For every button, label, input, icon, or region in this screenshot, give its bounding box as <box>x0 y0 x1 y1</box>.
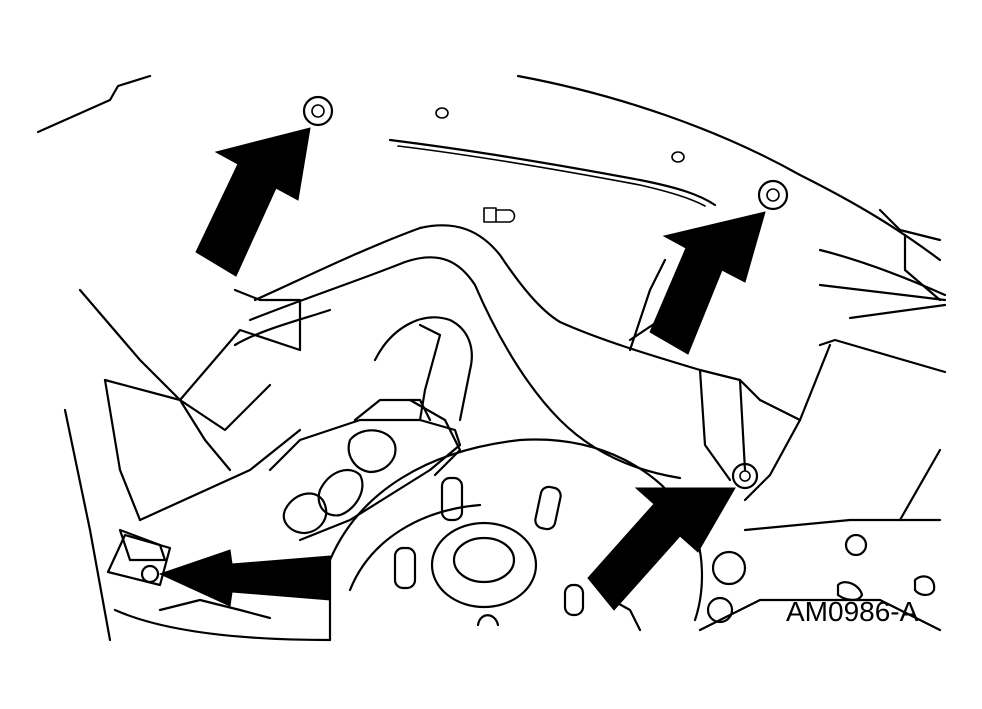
cross-member <box>63 224 947 642</box>
figure-id-label: AM0986-A <box>786 596 919 627</box>
link-arm <box>268 316 473 542</box>
upper-right-fastener-arrow <box>649 211 766 355</box>
lower-left-bracket-arrow <box>158 549 331 607</box>
callout-arrows <box>158 127 766 611</box>
lower-right-fastener-arrow <box>587 487 736 611</box>
fasteners <box>140 95 789 584</box>
upper-left-fastener-icon <box>302 95 334 127</box>
lower-left-fastener-icon <box>140 564 160 584</box>
panel-outline <box>36 74 947 320</box>
upper-left-fastener-arrow <box>195 127 311 277</box>
lower-left-bracket <box>106 528 332 642</box>
detail-holes <box>435 107 942 632</box>
lower-right-fastener-icon <box>731 462 759 490</box>
upper-right-fastener-icon <box>757 179 789 211</box>
